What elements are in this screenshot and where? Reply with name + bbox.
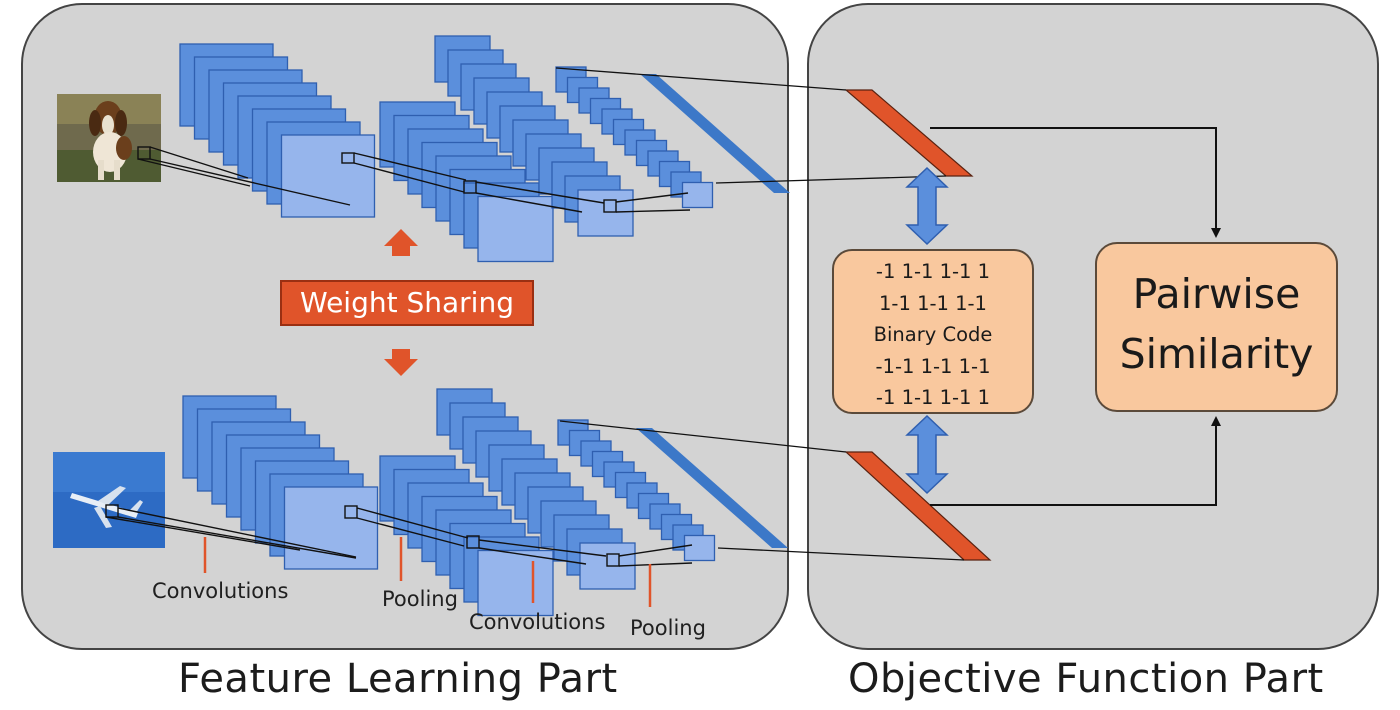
pool-stack-top-2	[555, 66, 714, 209]
feature-learning-title: Feature Learning Part	[178, 656, 618, 702]
feature-map	[283, 486, 379, 570]
feature-map	[577, 189, 634, 237]
feature-map	[683, 534, 716, 562]
layer-tick-marks	[203, 537, 652, 607]
similarity-arrows	[930, 127, 1221, 506]
conv-stack-bottom-1	[182, 395, 379, 570]
hash-layer-bottom	[844, 451, 992, 561]
fc-layer-bottom	[636, 428, 788, 548]
projection-lines	[555, 67, 965, 561]
binary-code-line-1: -1 1-1 1-1 1	[875, 260, 991, 283]
conv-stack-bottom-2	[436, 388, 636, 590]
receptive-field-links	[105, 146, 693, 567]
pool-stack-bottom-1	[379, 455, 554, 617]
feature-map	[477, 549, 554, 617]
dog-image	[57, 94, 161, 182]
similarity-line-2: Similarity	[1119, 330, 1314, 378]
feature-map	[477, 195, 554, 263]
label-pooling-1: Pooling	[382, 587, 458, 611]
pairwise-similarity-box: Pairwise Similarity	[1095, 242, 1338, 412]
arrow-up-icon	[384, 229, 418, 256]
label-convolutions-1: Convolutions	[152, 579, 289, 603]
airplane-image	[53, 452, 165, 548]
arrow-down-icon	[384, 349, 418, 376]
label-pooling-2: Pooling	[630, 616, 706, 640]
conv-stack-top-2	[434, 35, 634, 237]
binary-code-line-4: -1-1 1-1 1-1	[875, 354, 991, 378]
binary-code-line-5: -1 1-1 1-1 1	[875, 386, 991, 409]
feature-map	[681, 181, 714, 209]
weight-sharing-box: Weight Sharing	[280, 280, 534, 326]
weight-sharing-label: Weight Sharing	[300, 286, 514, 319]
fc-layer-top	[640, 74, 790, 193]
objective-function-title: Objective Function Part	[848, 656, 1324, 702]
binary-code-line-2: 1-1 1-1 1-1	[879, 291, 987, 315]
similarity-line-1: Pairwise	[1132, 270, 1301, 318]
double-arrow-bottom	[905, 414, 949, 495]
hash-layer-top	[844, 89, 974, 177]
binary-code-title: Binary Code	[873, 323, 993, 346]
feature-map	[280, 134, 376, 218]
label-convolutions-2: Convolutions	[469, 610, 606, 634]
pool-stack-top-1	[379, 101, 554, 263]
conv-stack-top-1	[179, 43, 376, 218]
double-arrow-top	[905, 166, 949, 246]
binary-code-box: -1 1-1 1-1 1 1-1 1-1 1-1 Binary Code -1-…	[832, 249, 1034, 414]
